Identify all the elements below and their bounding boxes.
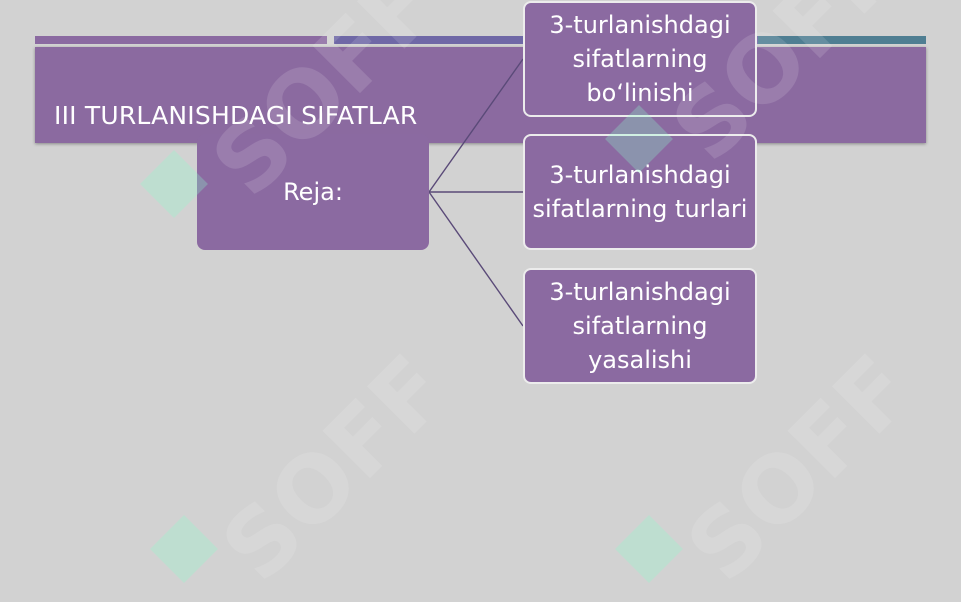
title-band: III TURLANISHDAGI SIFATLAR (35, 47, 926, 143)
connector-line-1 (428, 58, 524, 193)
child-node-3-label: 3-turlanishdagi sifatlarning yasalishi (549, 278, 731, 374)
connector-line-3 (428, 191, 524, 327)
accent-bar-right (758, 36, 926, 44)
slide-title: III TURLANISHDAGI SIFATLAR (54, 101, 418, 130)
child-node-2: 3-turlanishdagi sifatlarning turlari (523, 134, 757, 250)
root-node: Reja: (197, 134, 429, 250)
accent-bar-left (35, 36, 327, 44)
child-node-1-label: 3-turlanishdagi sifatlarning bo‘linishi (549, 11, 731, 107)
child-node-1: 3-turlanishdagi sifatlarning bo‘linishi (523, 1, 757, 117)
child-node-3: 3-turlanishdagi sifatlarning yasalishi (523, 268, 757, 384)
connector-lines (428, 58, 524, 327)
root-node-label: Reja: (283, 178, 343, 206)
child-node-2-label: 3-turlanishdagi sifatlarning turlari (532, 161, 748, 223)
